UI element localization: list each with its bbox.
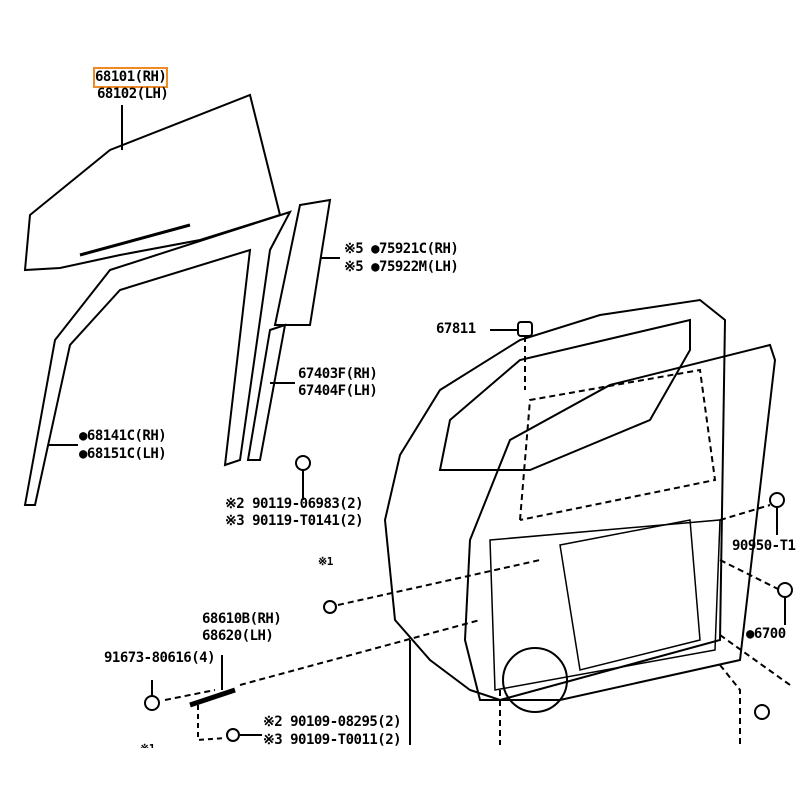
part-label-check-rh[interactable]: 68610B(RH) — [202, 611, 282, 627]
part-label-glass-lh[interactable]: 68102(LH) — [97, 86, 169, 102]
pillar-garnish — [273, 198, 332, 326]
part-label-plug[interactable]: 67811 — [436, 321, 476, 337]
part-label-screw[interactable]: 91673-80616(4) — [104, 650, 216, 666]
part-label-check-lh[interactable]: 68620(LH) — [202, 628, 274, 644]
part-label-bolt-a1[interactable]: ※2 90119-06983(2) — [225, 496, 364, 512]
part-label-bolt-b1[interactable]: ※2 90109-08295(2) — [263, 714, 402, 730]
door-outer — [383, 298, 727, 702]
note-label-1: ※1 — [318, 555, 333, 568]
part-label-channel-lh[interactable]: 67404F(LH) — [298, 383, 378, 399]
part-label-grommet[interactable]: ●6700 — [746, 626, 786, 642]
door-glass — [23, 93, 282, 272]
part-label-clip[interactable]: 90950-T1 — [732, 538, 796, 554]
rear-channel — [246, 323, 287, 461]
part-label-pillar-lh[interactable]: ※5 ●75922M(LH) — [344, 259, 459, 275]
speaker-hole — [502, 647, 568, 713]
part-label-channel-rh[interactable]: 67403F(RH) — [298, 366, 378, 382]
part-label-run-rh[interactable]: ●68141C(RH) — [79, 428, 167, 444]
glass-run — [23, 210, 293, 506]
part-label-bolt-b2[interactable]: ※3 90109-T0011(2) — [263, 732, 402, 748]
door-inner-frame — [463, 343, 777, 701]
part-label-glass-rh[interactable]: 68101(RH) — [92, 67, 169, 88]
part-label-run-lh[interactable]: ●68151C(LH) — [79, 446, 167, 462]
plug-part — [517, 321, 533, 337]
part-label-bolt-a2[interactable]: ※3 90119-T0141(2) — [225, 513, 364, 529]
note-label-1b: ※1 — [140, 740, 155, 748]
part-label-pillar-rh[interactable]: ※5 ●75921C(RH) — [344, 241, 459, 257]
